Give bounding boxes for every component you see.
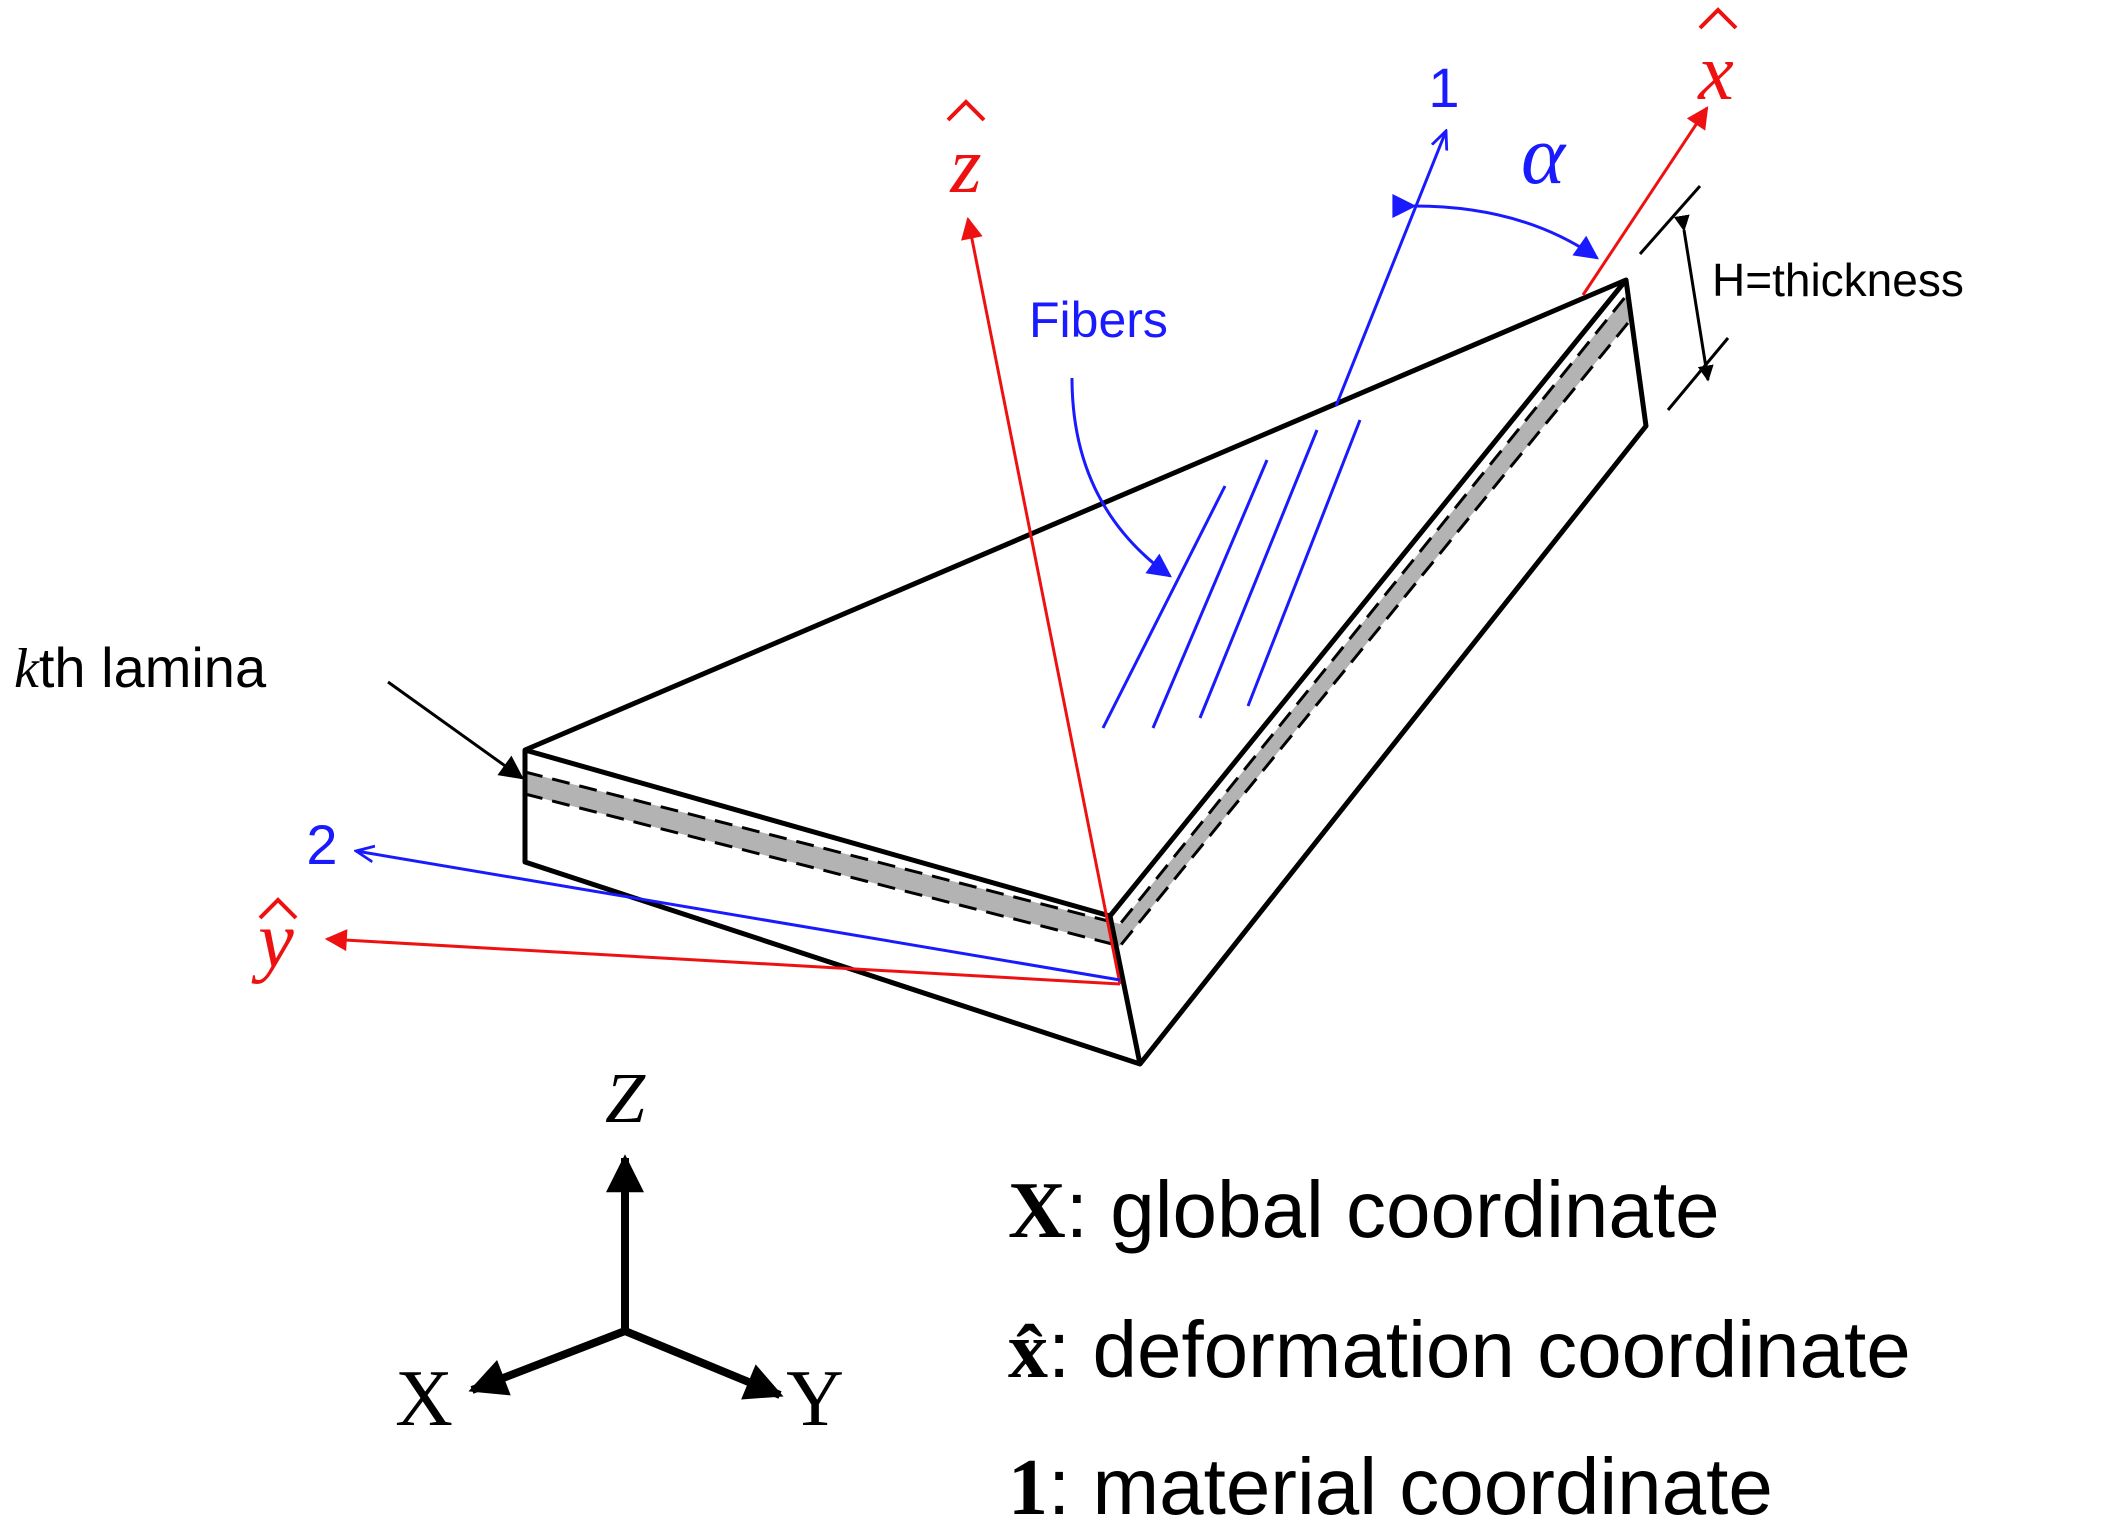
z-hat-axis <box>961 216 1122 985</box>
material-axes <box>356 131 1599 982</box>
axis-1-label: 1 <box>1428 56 1459 119</box>
top-face <box>522 277 1629 919</box>
kth-lamina-label: kth lamina <box>14 636 267 700</box>
fiber-lines <box>1101 419 1362 729</box>
global-x-label: X <box>395 1355 453 1443</box>
fibers-label: Fibers <box>1029 292 1168 348</box>
y-hat-axis <box>324 929 1121 986</box>
deformation-axes <box>324 106 1709 986</box>
global-y-label: Y <box>786 1355 844 1443</box>
global-x-arrow <box>468 1327 627 1396</box>
global-z-label: Z <box>605 1058 646 1138</box>
y-hat-label: y <box>251 897 298 985</box>
kth-lamina-band-right <box>1120 296 1632 946</box>
axis-2-label: 2 <box>306 813 337 876</box>
global-y-arrow <box>623 1327 784 1400</box>
kth-lamina-band-left <box>525 772 1120 946</box>
thickness-dimension <box>1638 185 1730 411</box>
axis-2-line <box>356 851 1121 982</box>
z-hat-label: z <box>946 99 986 210</box>
legend-deformation: x̂: deformation coordinate <box>1008 1305 1911 1395</box>
svg-text:z: z <box>949 122 981 210</box>
fibers-pointer-arrow <box>1070 377 1172 578</box>
alpha-label: α <box>1521 109 1567 202</box>
axis-1-line <box>1334 131 1446 407</box>
x-hat-label: x <box>1697 7 1738 117</box>
legend-material: 1: material coordinate <box>1008 1442 1773 1532</box>
legend: X: global coordinate x̂: deformation coo… <box>1008 1165 1911 1532</box>
side-faces <box>522 279 1649 1067</box>
kth-lamina-pointer-arrow <box>387 680 524 780</box>
svg-text:x: x <box>1697 29 1734 117</box>
x-hat-axis <box>1581 106 1709 296</box>
alpha-angle-arc <box>1392 193 1599 260</box>
laminate-body <box>522 277 1649 1067</box>
global-triad <box>468 1154 784 1400</box>
lamina-dashed-line <box>524 295 1634 948</box>
legend-global: X: global coordinate <box>1008 1165 1720 1255</box>
thickness-label: H=thickness <box>1712 254 1964 306</box>
